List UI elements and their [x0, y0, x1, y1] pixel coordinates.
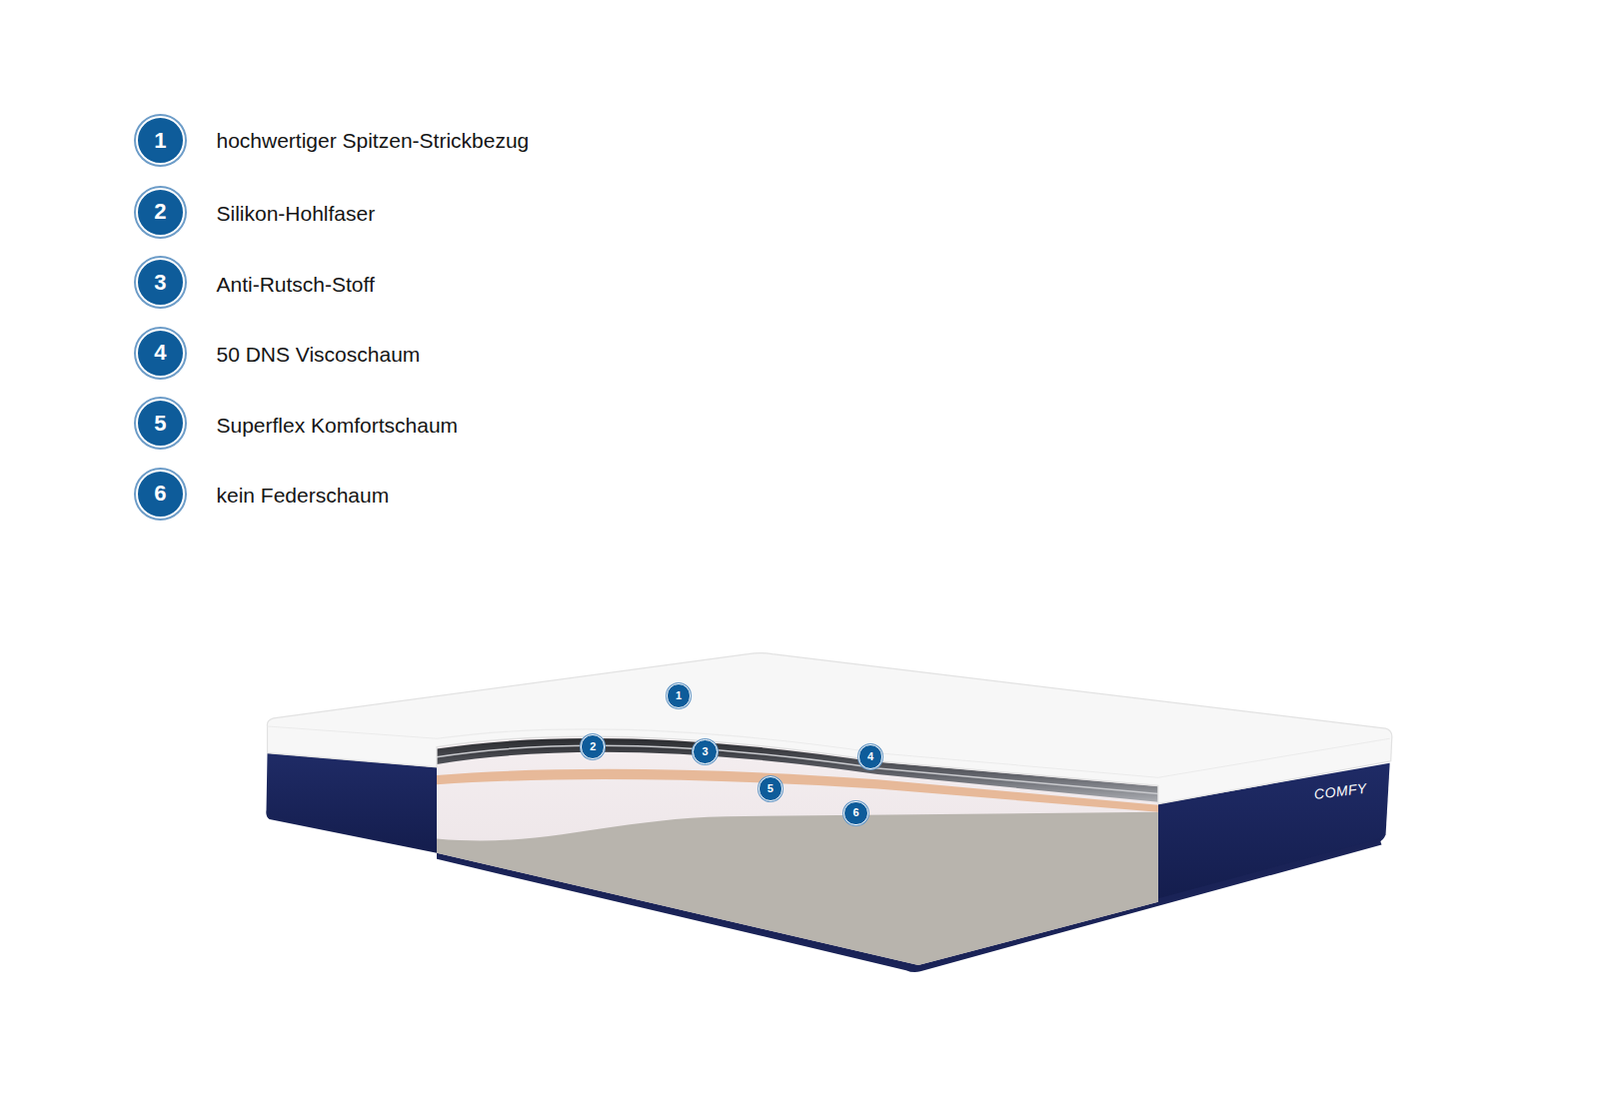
callout-number-text: 4 — [153, 341, 166, 364]
legend-text: 50 DNS Viscoschaum — [215, 342, 420, 367]
callout-number-text: 1 — [153, 129, 166, 152]
callout-number-text: 2 — [589, 741, 596, 753]
callout-number: 3 — [692, 739, 718, 765]
legend-text: Anti-Rutsch-Stoff — [215, 272, 374, 297]
legend-text: kein Federschaum — [215, 483, 389, 508]
callout-number: 5 — [758, 776, 784, 802]
cover-edge — [267, 726, 1391, 778]
callout-number: 6 — [843, 801, 869, 827]
callout-number: 1 — [666, 683, 692, 709]
callout-number-text: 5 — [767, 783, 774, 795]
callout-number: 1 — [135, 115, 185, 165]
callout-number: 3 — [135, 257, 185, 307]
callout-number-text: 3 — [153, 271, 166, 294]
callout-number: 5 — [135, 398, 185, 448]
callout-number-text: 6 — [853, 807, 860, 819]
mattress-cover — [266, 653, 1392, 805]
legend-text: Silikon-Hohlfaser — [215, 201, 375, 226]
callout-number-text: 1 — [675, 690, 682, 702]
legend-text: Superflex Komfortschaum — [215, 413, 458, 438]
brand-mark: COMFY — [1313, 780, 1369, 803]
callout-number-text: 2 — [153, 200, 166, 223]
callout-number-text: 3 — [701, 746, 708, 758]
callout-number: 4 — [858, 744, 884, 770]
callout-number: 4 — [135, 328, 185, 378]
callout-number: 6 — [135, 469, 185, 519]
callout-number-text: 4 — [867, 751, 874, 763]
callout-number-text: 6 — [153, 482, 166, 505]
base-foam — [436, 812, 1159, 966]
side-panel — [265, 753, 437, 854]
callout-number: 2 — [135, 187, 185, 237]
callout-number: 2 — [580, 734, 606, 760]
callout-number-text: 5 — [153, 412, 166, 435]
legend-text: hochwertiger Spitzen-Strickbezug — [215, 128, 529, 153]
